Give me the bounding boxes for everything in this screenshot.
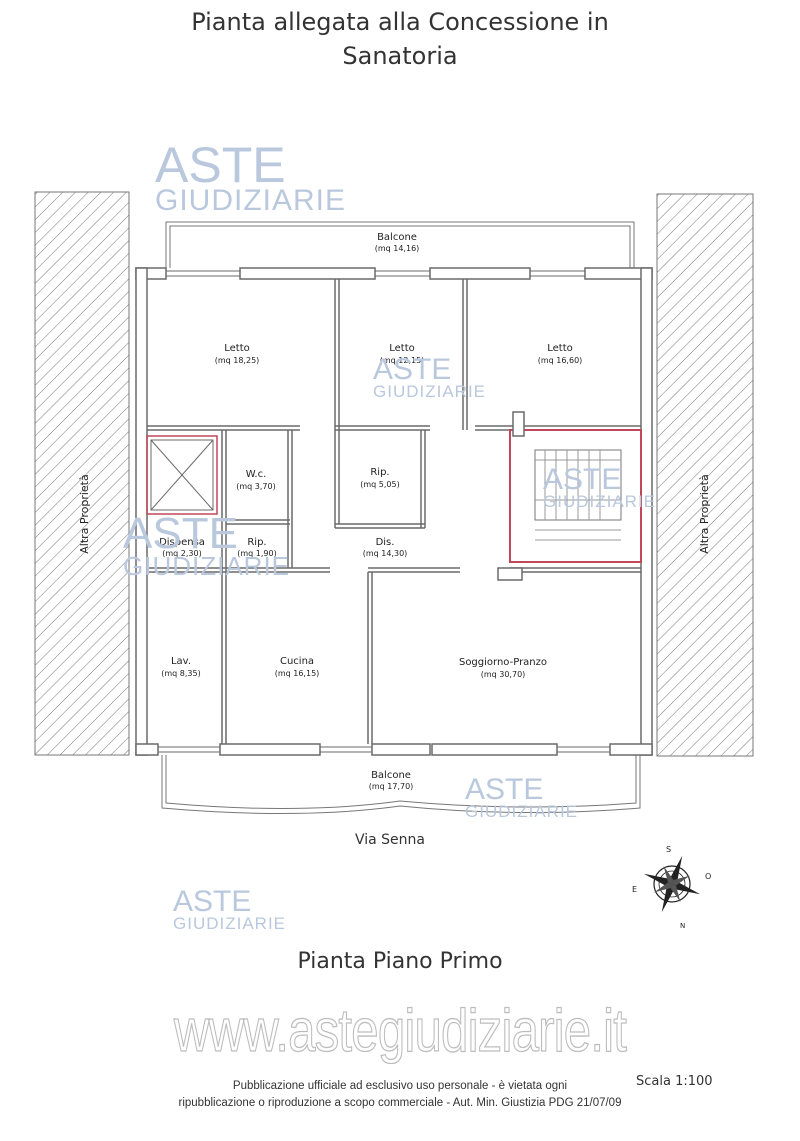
room-area-balcone-top: (mq 14,16) xyxy=(375,244,420,253)
windows xyxy=(158,270,610,753)
footer-notice: Pubblicazione ufficiale ad esclusivo uso… xyxy=(150,1078,650,1112)
street-label: Via Senna xyxy=(354,832,425,848)
plan-title: Pianta Piano Primo xyxy=(297,949,503,974)
room-label-letto-2: Letto xyxy=(389,343,415,354)
neighbor-right-area xyxy=(656,193,754,757)
stairwell xyxy=(497,411,642,581)
room-area-dispensa: (mq 2,30) xyxy=(162,549,201,558)
room-label-letto-1: Letto xyxy=(224,343,250,354)
page-title-line2: Sanatoria xyxy=(342,42,458,70)
neighbor-right-label: Altra Proprietà xyxy=(698,474,711,554)
room-area-rip-2: (mq 1,90) xyxy=(237,549,276,558)
neighbor-left-area xyxy=(34,191,130,756)
room-area-letto-1: (mq 18,25) xyxy=(215,356,260,365)
room-area-wc: (mq 3,70) xyxy=(236,482,275,491)
room-area-rip-1: (mq 5,05) xyxy=(360,480,399,489)
footer-line2: ripubblicazione o riproduzione a scopo c… xyxy=(178,1097,622,1109)
room-label-letto-3: Letto xyxy=(547,343,573,354)
shaft-box xyxy=(146,435,218,515)
compass-o-label: O xyxy=(705,872,711,881)
room-area-soggiorno: (mq 30,70) xyxy=(481,670,526,679)
room-area-lav: (mq 8,35) xyxy=(161,669,200,678)
compass-n-label: N xyxy=(680,922,685,930)
neighbor-left-label: Altra Proprietà xyxy=(78,474,91,554)
room-label-wc: W.c. xyxy=(246,469,267,480)
room-area-balcone-bottom: (mq 17,70) xyxy=(369,782,414,791)
room-area-letto-2: (mq 12,15) xyxy=(380,356,425,365)
room-area-letto-3: (mq 16,60) xyxy=(538,356,583,365)
room-label-cucina: Cucina xyxy=(280,656,314,667)
balcony-top xyxy=(165,221,635,268)
room-label-balcone-top: Balcone xyxy=(377,232,417,243)
page-title-line1: Pianta allegata alla Concessione in xyxy=(191,8,609,36)
room-label-balcone-bottom: Balcone xyxy=(371,770,411,781)
room-label-dis: Dis. xyxy=(376,537,395,548)
room-label-dispensa: Dispensa xyxy=(159,537,205,548)
website-watermark: www.astegiudiziarie.it xyxy=(173,996,627,1064)
room-label-soggiorno: Soggiorno-Pranzo xyxy=(459,657,547,668)
room-label-rip-2: Rip. xyxy=(247,537,266,548)
compass-e-label: E xyxy=(632,885,637,894)
room-area-cucina: (mq 16,15) xyxy=(275,669,320,678)
interior-walls xyxy=(147,279,641,744)
footer-line1: Pubblicazione ufficiale ad esclusivo uso… xyxy=(232,1080,568,1092)
room-label-rip-1: Rip. xyxy=(370,467,389,478)
compass-rose: S N E O xyxy=(632,845,711,930)
compass-s-label: S xyxy=(666,845,671,854)
room-label-lav: Lav. xyxy=(171,656,191,667)
scale-label: Scala 1:100 xyxy=(636,1074,713,1089)
balcony-bottom xyxy=(161,755,641,815)
exterior-walls xyxy=(135,267,653,756)
room-area-dis: (mq 14,30) xyxy=(363,549,408,558)
